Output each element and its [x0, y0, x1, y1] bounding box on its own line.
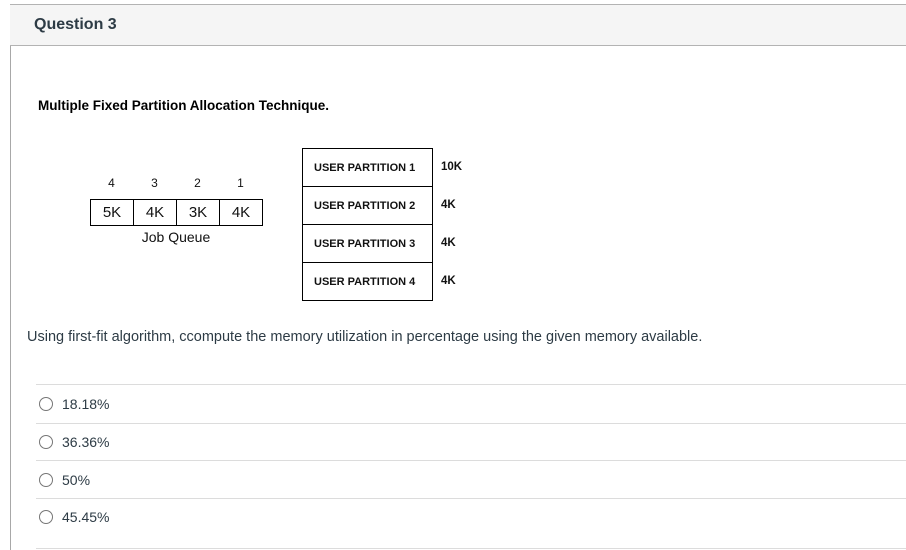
job-queue-cells: 5K 4K 3K 4K: [90, 199, 263, 226]
option-radio[interactable]: [39, 472, 53, 487]
job-size-cell: 4K: [219, 199, 263, 226]
question-header: Question 3: [10, 4, 906, 46]
job-size-cell: 4K: [133, 199, 177, 226]
partition-row: USER PARTITION 3: [302, 224, 433, 263]
job-queue-caption: Job Queue: [141, 229, 211, 245]
job-size-cell: 5K: [90, 199, 134, 226]
option-radio[interactable]: [39, 397, 53, 411]
question-prompt: Using first-fit algorithm, ccompute the …: [27, 329, 703, 345]
job-index: 1: [237, 176, 244, 190]
answer-option-row[interactable]: 45.45%: [36, 498, 906, 535]
option-label: 45.45%: [62, 509, 110, 525]
job-index: 4: [108, 176, 115, 190]
partition-row: USER PARTITION 4: [302, 262, 433, 301]
partition-size-label: 4K: [441, 199, 456, 211]
job-queue-indices: 4 3 2 1: [90, 176, 262, 190]
job-size-cell: 3K: [176, 199, 220, 226]
question-title: Question 3: [34, 16, 117, 33]
answer-option-row[interactable]: 36.36%: [36, 423, 906, 460]
answer-option-row[interactable]: 18.18%: [36, 384, 906, 423]
partition-table: USER PARTITION 1 USER PARTITION 2 USER P…: [302, 148, 433, 301]
option-radio[interactable]: [39, 510, 53, 524]
partition-row: USER PARTITION 1: [302, 148, 433, 187]
job-index: 3: [151, 176, 158, 190]
card-left-border: [10, 4, 11, 550]
partition-size-label: 4K: [441, 237, 456, 249]
partition-row: USER PARTITION 2: [302, 186, 433, 225]
options-bottom-divider: [36, 548, 906, 549]
option-label: 50%: [62, 471, 91, 488]
partition-size-label: 10K: [441, 161, 463, 173]
option-label: 36.36%: [62, 434, 110, 450]
job-index: 2: [194, 176, 201, 190]
answer-option-row[interactable]: 50%: [36, 460, 906, 498]
option-radio[interactable]: [39, 435, 53, 449]
question-heading: Multiple Fixed Partition Allocation Tech…: [38, 98, 330, 113]
partition-size-label: 4K: [441, 275, 456, 287]
option-label: 18.18%: [62, 396, 110, 412]
